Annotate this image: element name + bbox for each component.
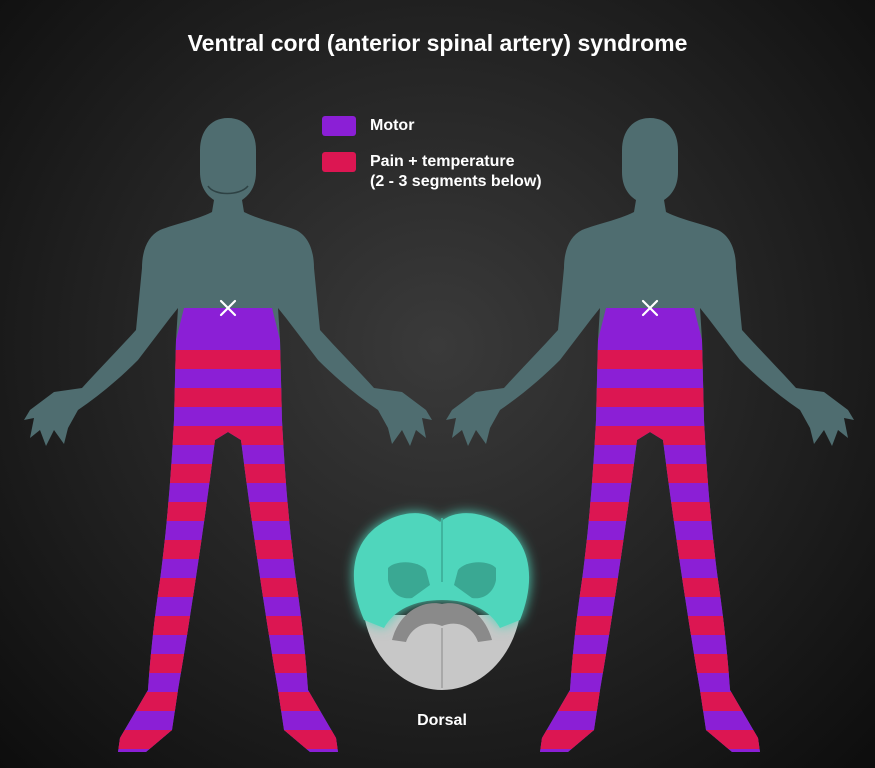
pain-stripe: [540, 692, 760, 711]
sensory-stripes-left: [118, 308, 338, 752]
pain-stripe: [118, 730, 338, 749]
pain-stripe: [540, 540, 760, 559]
cross-section-label: Dorsal: [417, 712, 467, 729]
pain-stripe: [118, 654, 338, 673]
sensory-stripes-right: [540, 308, 760, 752]
pain-stripe: [118, 692, 338, 711]
pain-stripe: [118, 502, 338, 521]
pain-stripe: [118, 540, 338, 559]
spinal-cord-cross-section: [353, 513, 530, 690]
legend: Motor Pain + temperature (2 - 3 segments…: [322, 116, 542, 208]
legend-swatch-motor: [322, 116, 356, 136]
lesion-cross-icon: [219, 299, 237, 317]
pain-stripe: [540, 502, 760, 521]
pain-stripe: [118, 388, 338, 407]
legend-swatch-pain: [322, 152, 356, 172]
legend-label-pain: Pain + temperature: [370, 153, 515, 170]
pain-stripe: [540, 464, 760, 483]
pain-stripe: [540, 388, 760, 407]
lesion-cross-icon: [641, 299, 659, 317]
pain-stripe: [118, 578, 338, 597]
body-figure-right: [446, 118, 854, 752]
body-figure-left: [24, 118, 432, 752]
pain-stripe: [118, 616, 338, 635]
pain-stripe: [540, 426, 760, 445]
pain-stripe: [118, 464, 338, 483]
pain-stripe: [540, 616, 760, 635]
pain-stripe: [540, 654, 760, 673]
legend-item-pain: Pain + temperature (2 - 3 segments below…: [322, 152, 542, 192]
legend-sublabel-pain: (2 - 3 segments below): [370, 173, 542, 190]
pain-stripe: [540, 578, 760, 597]
page-title: Ventral cord (anterior spinal artery) sy…: [187, 30, 688, 56]
legend-item-motor: Motor: [322, 116, 542, 136]
legend-label-motor: Motor: [370, 117, 415, 134]
pain-stripe: [540, 730, 760, 749]
pain-stripe: [118, 426, 338, 445]
